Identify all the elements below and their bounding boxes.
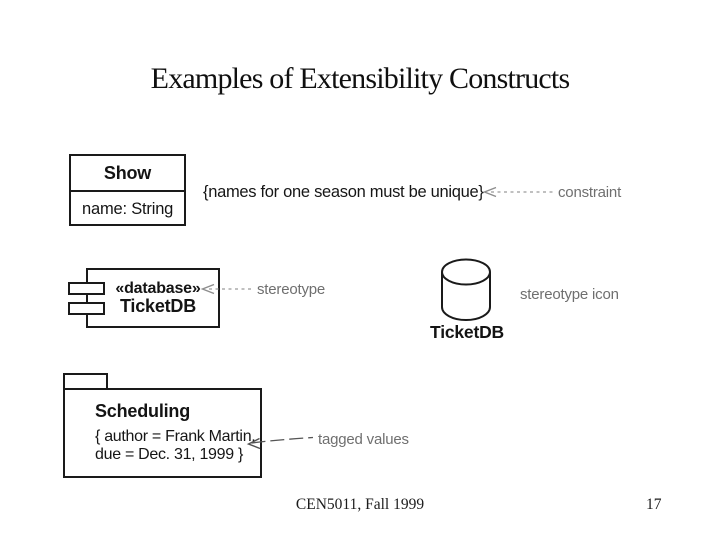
slide-title: Examples of Extensibility Constructs xyxy=(150,62,570,95)
constraint-text: {names for one season must be unique} xyxy=(203,183,484,201)
uml-class-box: Show name: String xyxy=(69,154,186,226)
tagged-values-label: tagged values xyxy=(318,431,409,448)
constraint-label: constraint xyxy=(558,184,622,201)
class-name: Show xyxy=(71,156,184,192)
uml-package-box: Scheduling { author = Frank Martin, due … xyxy=(63,388,262,478)
stereotype-label: stereotype xyxy=(257,281,326,298)
package-name: Scheduling xyxy=(95,401,191,421)
footer-course: CEN5011, Fall 1999 xyxy=(295,496,425,513)
database-cylinder-icon xyxy=(441,258,491,321)
package-tagged-value-line2: due = Dec. 31, 1999 } xyxy=(95,446,244,463)
component-tab-icon xyxy=(68,302,105,315)
component-stereotype: «database» xyxy=(115,279,201,297)
stereotype-icon-label: stereotype icon xyxy=(520,286,619,303)
component-tab-icon xyxy=(68,282,105,295)
package-tagged-value-line1: { author = Frank Martin, xyxy=(95,428,256,445)
class-attribute: name: String xyxy=(82,199,174,218)
uml-component-box: «database» TicketDB xyxy=(86,268,220,328)
component-name: TicketDB xyxy=(119,295,197,316)
footer-page-number: 17 xyxy=(646,496,662,513)
cylinder-name: TicketDB xyxy=(430,322,504,342)
constraint-arrow-icon xyxy=(482,186,553,198)
